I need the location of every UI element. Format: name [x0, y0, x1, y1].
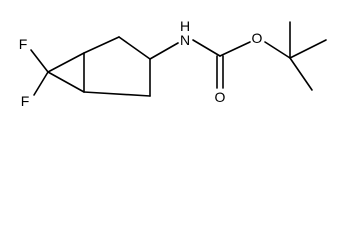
- bond-cyclopropane-top: [47, 52, 85, 73]
- bond-ring-upper-right: [118, 36, 151, 60]
- bond-o-quaternary-c: [264, 41, 291, 59]
- atom-label-fluorine-top: F: [19, 36, 28, 52]
- bond-ring-upper-left: [83, 36, 120, 54]
- atom-label-fluorine-bottom: F: [21, 93, 30, 109]
- bond-c-f-bottom: [33, 71, 49, 96]
- bond-c-o-ester: [219, 41, 251, 57]
- atom-label-carbonyl-oxygen: O: [215, 89, 226, 105]
- bond-c-f-top: [30, 49, 49, 73]
- bond-cyclopropane-bottom: [47, 71, 85, 93]
- bond-c-n: [149, 42, 179, 60]
- atom-label-nitrogen: N: [180, 32, 190, 48]
- atom-label-ester-oxygen: O: [252, 30, 263, 46]
- chemical-structure-diagram: F F H N O O: [19, 18, 327, 109]
- bond-tbu-methyl-bottom: [289, 57, 313, 91]
- atom-label-nh-hydrogen: H: [180, 18, 190, 34]
- bond-ring-lower-left: [83, 91, 151, 97]
- bond-n-c-carbonyl: [192, 39, 221, 57]
- bond-tbu-methyl-right: [289, 39, 327, 59]
